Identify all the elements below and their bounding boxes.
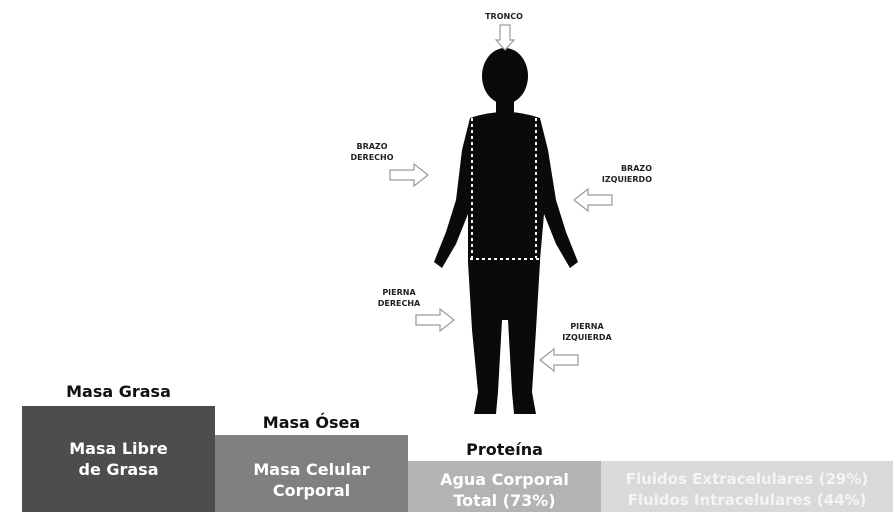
step-text-line2: de Grasa	[69, 459, 167, 480]
arrow-left-icon	[540, 349, 578, 371]
label-brazo-derecho-line2: DERECHO	[344, 152, 400, 163]
step-heading-text: Proteína	[466, 440, 543, 459]
label-brazo-izquierdo-line1: BRAZO	[588, 163, 652, 174]
step-heading-masa-grasa: Masa Grasa	[22, 382, 215, 401]
label-tronco: TRONCO	[482, 11, 526, 22]
step-heading-text: Masa Ósea	[263, 413, 360, 432]
label-pierna-izquierda-line1: PIERNA	[556, 321, 618, 332]
arrow-right-icon	[390, 164, 428, 186]
label-pierna-derecha-line1: PIERNA	[368, 287, 430, 298]
label-pierna-derecha: PIERNA DERECHA	[368, 287, 430, 309]
label-pierna-izquierda-line2: IZQUIERDA	[556, 332, 618, 343]
step-heading-masa-osea: Masa Ósea	[215, 413, 408, 432]
label-brazo-izquierdo: BRAZO IZQUIERDO	[588, 163, 652, 185]
step-text-line2: Corporal	[253, 480, 369, 501]
arrow-left-icon	[574, 189, 612, 211]
step-text-line2: Total (73%)	[440, 490, 569, 511]
label-tronco-text: TRONCO	[485, 12, 523, 21]
label-brazo-izquierdo-line2: IZQUIERDO	[588, 174, 652, 185]
step-agua-corporal-total: Agua Corporal Total (73%)	[408, 461, 601, 512]
arrow-down-icon	[496, 25, 514, 50]
step-text-line1: Fluidos Extracelulares (29%)	[626, 469, 869, 490]
step-text-line1: Masa Libre	[69, 438, 167, 459]
label-pierna-derecha-line2: DERECHA	[368, 298, 430, 309]
step-text-line1: Masa Celular	[253, 459, 369, 480]
step-fluidos: Fluidos Extracelulares (29%) Fluidos Int…	[601, 461, 893, 512]
step-text-line2: Fluidos Intracelulares (44%)	[626, 490, 869, 511]
step-masa-libre-de-grasa: Masa Libre de Grasa	[22, 406, 215, 512]
arrow-right-icon	[416, 309, 454, 331]
label-brazo-derecho: BRAZO DERECHO	[344, 141, 400, 163]
label-brazo-derecho-line1: BRAZO	[344, 141, 400, 152]
step-heading-text: Masa Grasa	[66, 382, 171, 401]
step-masa-celular-corporal: Masa Celular Corporal	[215, 435, 408, 512]
step-text-line1: Agua Corporal	[440, 469, 569, 490]
step-heading-proteina: Proteína	[408, 440, 601, 459]
label-pierna-izquierda: PIERNA IZQUIERDA	[556, 321, 618, 343]
